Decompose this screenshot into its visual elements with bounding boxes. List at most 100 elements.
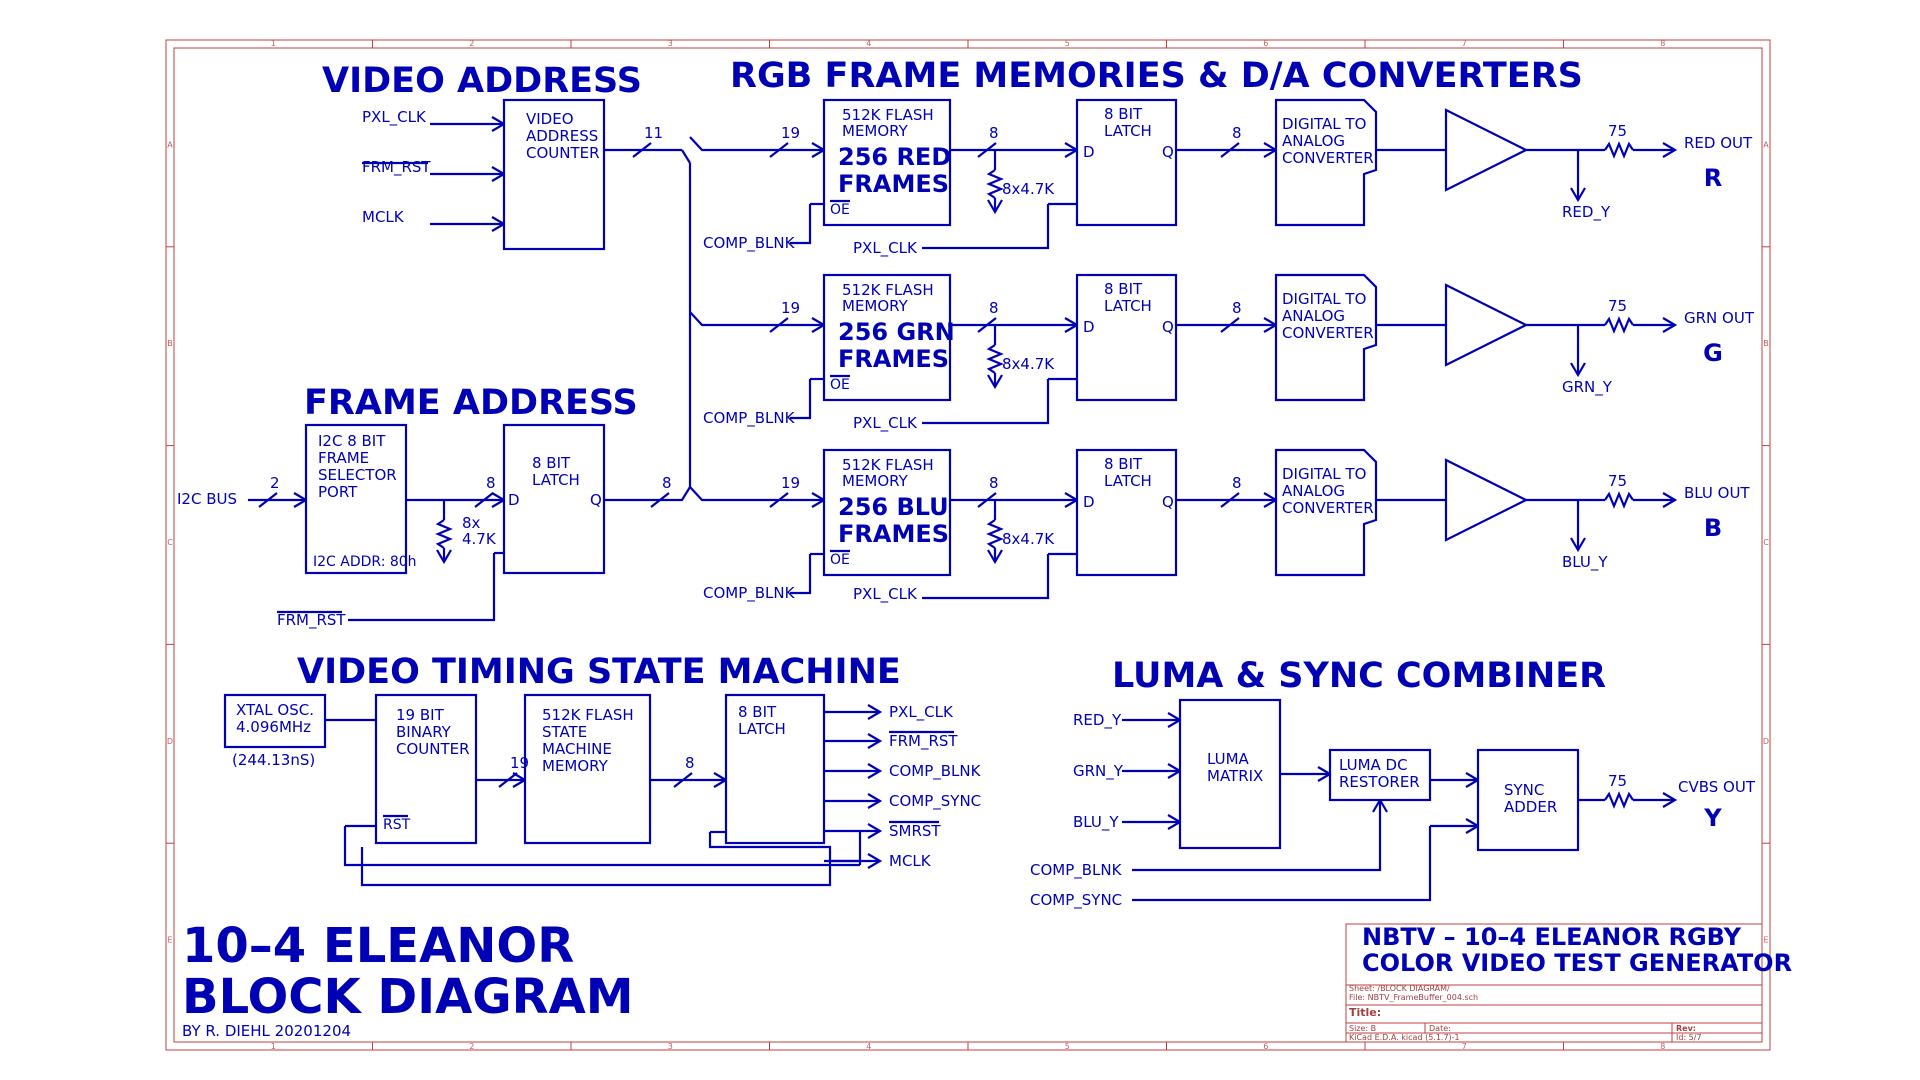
dac-label: DIGITAL TO (1282, 465, 1366, 483)
arrowhead (867, 853, 883, 869)
bus-width-11: 11 (644, 124, 663, 142)
buffer-amplifier (1444, 283, 1529, 367)
frames-label: 256 GRN (838, 318, 955, 346)
signal-label: FRM_RST (362, 158, 431, 177)
bus-width-19: 19 (781, 299, 800, 317)
video-address-counter-label: VIDEO (526, 110, 574, 128)
port-label: FRAME (318, 449, 369, 467)
output-label: BLU OUT (1684, 484, 1750, 502)
author-label: BY R. DIEHL 20201204 (182, 1022, 351, 1040)
arrowhead (1662, 792, 1678, 808)
title-box-rev-label: Rev: (1676, 1024, 1696, 1033)
latch-q-pin: Q (1162, 318, 1174, 336)
border-col-label: 8 (1660, 39, 1665, 48)
pullup-label: 8x4.7K (1002, 180, 1055, 198)
arrowhead (867, 793, 883, 809)
border-col-label: 8 (1660, 1042, 1665, 1051)
restorer-label: LUMA DC (1339, 756, 1408, 774)
output-label: GRN OUT (1684, 309, 1755, 327)
timing-output-label: COMP_BLNK (889, 762, 982, 781)
border-col-label: 5 (1065, 39, 1070, 48)
border-col-label: 5 (1065, 1042, 1070, 1051)
timing-output-label: COMP_SYNC (889, 792, 981, 811)
pullup-8x4.7k (986, 519, 1004, 549)
frames-label: FRAMES (838, 345, 949, 373)
buffer-amplifier (1444, 108, 1529, 192)
pxl-clk-wire (922, 204, 1050, 250)
mclk-return-wire (360, 847, 832, 887)
sync-adder-label: SYNC (1504, 781, 1544, 799)
title-box-field: Size: B (1349, 1024, 1376, 1033)
border-row-label: B (1763, 339, 1769, 348)
bus-width-8: 8 (662, 474, 672, 492)
luma-tap-label: BLU_Y (1562, 553, 1608, 572)
bus-width-8: 8 (989, 299, 999, 317)
border-col-label: 4 (866, 39, 871, 48)
border-col-label: 1 (271, 1042, 276, 1051)
border-col-label: 3 (668, 1042, 673, 1051)
heading-rgb-frame-memories: RGB FRAME MEMORIES & D/A CONVERTERS (730, 56, 1583, 96)
bus-slash (977, 142, 997, 158)
luma-input-label: RED_Y (1073, 711, 1122, 730)
frame-address-bus (604, 486, 691, 502)
frm-rst-label: FRM_RST (277, 611, 346, 630)
buffer-amplifier (1444, 458, 1529, 542)
arrowhead (1662, 142, 1678, 158)
flash-memory-label: MEMORY (842, 297, 909, 315)
flash-memory-2 (822, 273, 952, 402)
luma-dc-restorer (1328, 748, 1432, 802)
bus-width-19: 19 (781, 474, 800, 492)
flash-memory-label: 512K FLASH (842, 281, 934, 299)
dac-label: ANALOG (1282, 482, 1345, 500)
latch-d-pin: D (1083, 493, 1095, 511)
resistor-value: 75 (1608, 472, 1627, 490)
comp-blnk-label: COMP_BLNK (1030, 861, 1123, 880)
diagram-title: 10–4 ELEANOR (182, 918, 574, 974)
heading-frame-address: FRAME ADDRESS (304, 383, 638, 423)
arrowhead (987, 374, 1003, 390)
bus-slash (498, 772, 518, 788)
title-box-field: Sheet: /BLOCK DIAGRAM/ (1349, 984, 1450, 993)
luma-input-label: BLU_Y (1073, 813, 1119, 832)
border-row-label: D (1763, 737, 1769, 746)
border-col-label: 6 (1263, 39, 1268, 48)
dac-block (1274, 448, 1378, 577)
flash-memory-1 (822, 98, 952, 227)
resistor-75-ohm (1604, 791, 1634, 809)
border-row-label: E (167, 936, 172, 945)
arrowhead (436, 549, 452, 565)
pullup-8x4.7k (986, 344, 1004, 374)
port-label: SELECTOR (318, 466, 397, 484)
border-row-label: C (167, 538, 173, 547)
bus-slash (977, 317, 997, 333)
bus-width-8: 8 (685, 754, 695, 772)
pullup-label: 8x4.7K (1002, 530, 1055, 548)
latch-q-pin: Q (1162, 493, 1174, 511)
output-letter: R (1704, 164, 1722, 192)
blocks (223, 98, 1580, 852)
state-memory-label: STATE (542, 723, 587, 741)
dac-label: DIGITAL TO (1282, 115, 1366, 133)
comp-blnk-wire (790, 554, 812, 595)
latch-clock-return (708, 832, 832, 861)
rst-pin-label: RST (383, 817, 411, 833)
comp-blnk-wire (790, 204, 812, 245)
bus-slash (977, 492, 997, 508)
border-col-label: 3 (668, 39, 673, 48)
output-letter: B (1704, 514, 1722, 542)
oe-pin-label: OE (830, 202, 850, 218)
bus-slash (474, 492, 494, 508)
title-box-line2: COLOR VIDEO TEST GENERATOR (1362, 949, 1792, 977)
bus-slash (769, 492, 789, 508)
i2c-bus-label: I2C BUS (177, 490, 237, 508)
xtal-label: XTAL OSC. (236, 701, 314, 719)
bus-slash (632, 142, 652, 158)
state-memory-label: MEMORY (542, 757, 609, 775)
frame-address-latch (502, 423, 606, 575)
border-col-label: 6 (1263, 1042, 1268, 1051)
bus-width-8: 8 (1232, 124, 1242, 142)
oe-pin-label: OE (830, 377, 850, 393)
title-box-field: KiCad E.D.A. kicad (5.1.7)-1 (1349, 1033, 1460, 1042)
